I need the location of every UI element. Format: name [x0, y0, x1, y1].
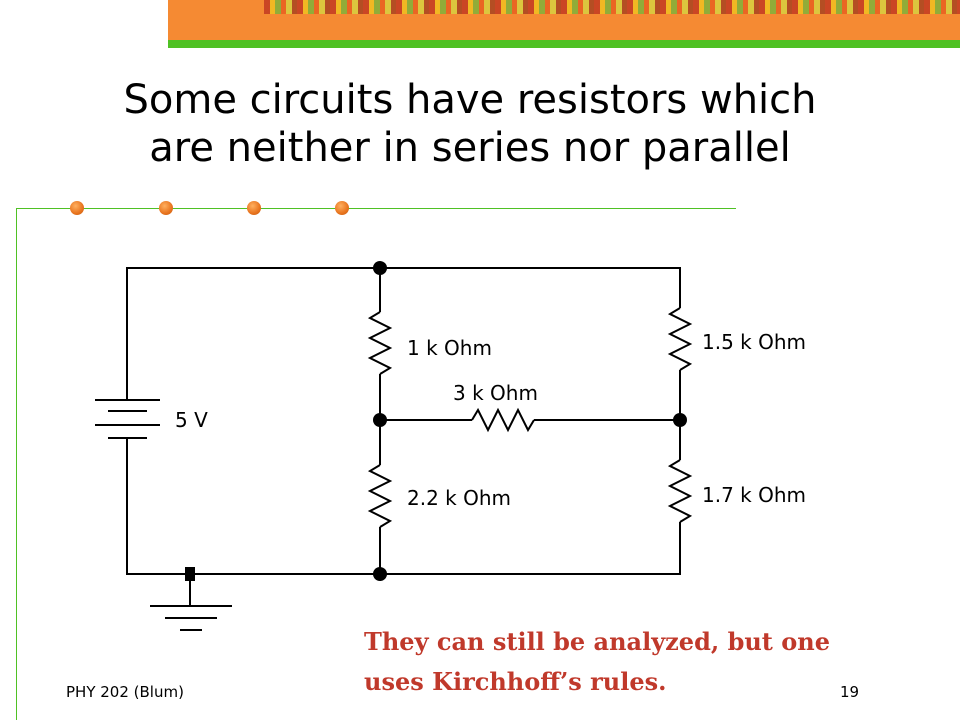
divider-horizontal — [16, 208, 736, 209]
ground-connector — [185, 567, 195, 581]
label-1k: 1 k Ohm — [407, 336, 492, 360]
resistor-1-7k — [667, 459, 693, 523]
label-1-5k: 1.5 k Ohm — [702, 330, 806, 354]
kirchhoff-note: They can still be analyzed, but one uses… — [364, 627, 830, 696]
node-left-mid — [373, 413, 387, 427]
node-top — [373, 261, 387, 275]
bullet-dot-4 — [335, 201, 349, 215]
label-2-2k: 2.2 k Ohm — [407, 486, 511, 510]
resistor-2-2k — [367, 464, 393, 528]
title-line-2: are neither in series nor parallel — [149, 125, 791, 171]
title-line-1: Some circuits have resistors which — [123, 77, 817, 123]
label-5v: 5 V — [175, 408, 208, 432]
bullet-dot-2 — [159, 201, 173, 215]
resistor-1k — [367, 311, 393, 375]
node-right-mid — [673, 413, 687, 427]
node-bottom — [373, 567, 387, 581]
resistor-1-5k — [667, 307, 693, 371]
slide-title: Some circuits have resistors which are n… — [60, 76, 880, 172]
page-number: 19 — [840, 683, 860, 701]
green-accent-band — [168, 40, 960, 48]
label-1-7k: 1.7 k Ohm — [702, 483, 806, 507]
wire-top — [126, 267, 681, 400]
resistor-3k — [471, 407, 535, 433]
floral-decoration — [264, 0, 960, 14]
bullet-dot-3 — [247, 201, 261, 215]
wire-bottom — [126, 438, 681, 575]
label-3k: 3 k Ohm — [453, 381, 538, 405]
footer-course: PHY 202 (Blum) — [66, 683, 184, 701]
divider-vertical — [16, 208, 17, 720]
top-banner — [168, 0, 960, 40]
bullet-dot-1 — [70, 201, 84, 215]
